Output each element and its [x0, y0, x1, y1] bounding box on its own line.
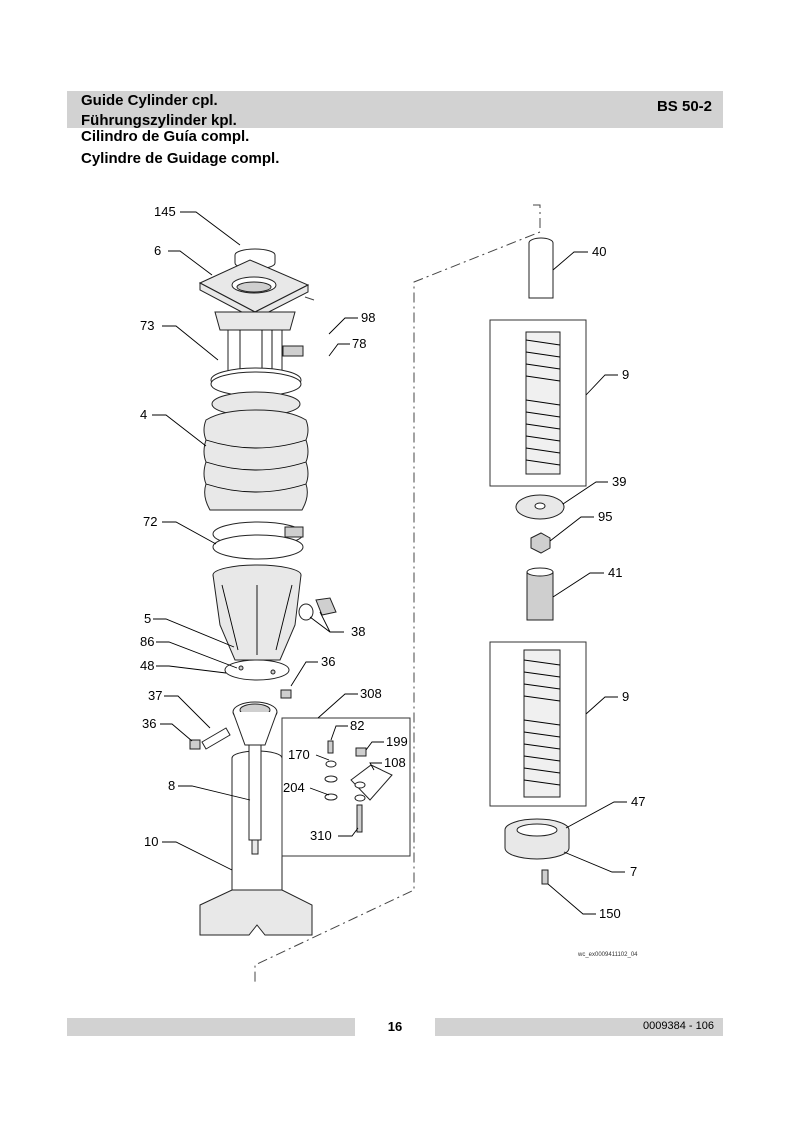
- assembly-boundary: [254, 204, 541, 985]
- part-8-rod: [248, 744, 262, 855]
- callout-48: 48: [140, 658, 154, 673]
- callout-145: 145: [154, 204, 176, 219]
- title-german: Führungszylinder kpl.: [81, 112, 237, 129]
- part-38-plug: [298, 597, 337, 621]
- callout-10: 10: [144, 834, 158, 849]
- callout-47: 47: [631, 794, 645, 809]
- title-french: Cylindre de Guidage compl.: [81, 150, 280, 167]
- callout-82: 82: [350, 718, 364, 733]
- part-9-spring-box-upper: [489, 319, 587, 487]
- drawing-reference: wc_ex0009411102_04: [577, 952, 638, 958]
- callout-4: 4: [140, 407, 147, 422]
- part-9-spring-box-lower: [489, 641, 587, 807]
- part-37-pin: [201, 727, 231, 750]
- part-40-sleeve: [528, 237, 554, 299]
- callout-308: 308: [360, 686, 382, 701]
- part-150-bolt: [541, 869, 549, 885]
- callout-9-lower: 9: [622, 689, 629, 704]
- part-5-housing: [212, 564, 302, 681]
- part-36-plug: [280, 689, 292, 699]
- callout-36-left: 36: [142, 716, 156, 731]
- part-39-plate: [515, 494, 565, 520]
- callout-7: 7: [630, 864, 637, 879]
- callout-41: 41: [608, 565, 622, 580]
- document-number: 0009384 - 106: [643, 1020, 714, 1032]
- leader-lines: [152, 211, 627, 915]
- callout-40: 40: [592, 244, 606, 259]
- part-36-plug-left: [189, 739, 201, 750]
- callout-8: 8: [168, 778, 175, 793]
- part-95-nut: [530, 532, 551, 554]
- callout-108: 108: [384, 755, 406, 770]
- part-6-top-plate: [198, 259, 310, 320]
- callout-labels: 145 6 98 78 73 4 72 5 38 86 48 36 37 36 …: [140, 204, 645, 921]
- callout-204: 204: [283, 780, 305, 795]
- callout-5: 5: [144, 611, 151, 626]
- kit-hardware: [324, 740, 393, 833]
- footer-bar-left: [67, 1018, 355, 1036]
- title-spanish: Cilindro de Guía compl.: [81, 128, 250, 145]
- callout-39: 39: [612, 474, 626, 489]
- part-308-kit-box: [281, 717, 411, 857]
- callout-95: 95: [598, 509, 612, 524]
- part-4-bellows: [203, 391, 309, 511]
- callout-6: 6: [154, 243, 161, 258]
- callout-37: 37: [148, 688, 162, 703]
- model-number: BS 50-2: [656, 98, 712, 115]
- callout-199: 199: [386, 734, 408, 749]
- part-9-spring-lower: [523, 649, 561, 798]
- callout-9-upper: 9: [622, 367, 629, 382]
- part-9-spring-upper: [525, 331, 561, 475]
- callout-310: 310: [310, 828, 332, 843]
- callout-150: 150: [599, 906, 621, 921]
- title-english: Guide Cylinder cpl.: [81, 92, 218, 109]
- part-41-bushing: [526, 567, 554, 621]
- part-47-ring: [504, 818, 570, 860]
- part-72-clamp: [212, 521, 304, 560]
- part-73-clamp: [210, 345, 304, 397]
- callout-170: 170: [288, 747, 310, 762]
- callout-73: 73: [140, 318, 154, 333]
- callout-86: 86: [140, 634, 154, 649]
- page-number: 16: [387, 1019, 403, 1034]
- callout-38: 38: [351, 624, 365, 639]
- callout-98: 98: [361, 310, 375, 325]
- footer-bar-right: [435, 1018, 723, 1036]
- callout-78: 78: [352, 336, 366, 351]
- guide-rod-cap: [232, 701, 278, 746]
- header-bar: [67, 91, 723, 128]
- callout-36: 36: [321, 654, 335, 669]
- callout-72: 72: [143, 514, 157, 529]
